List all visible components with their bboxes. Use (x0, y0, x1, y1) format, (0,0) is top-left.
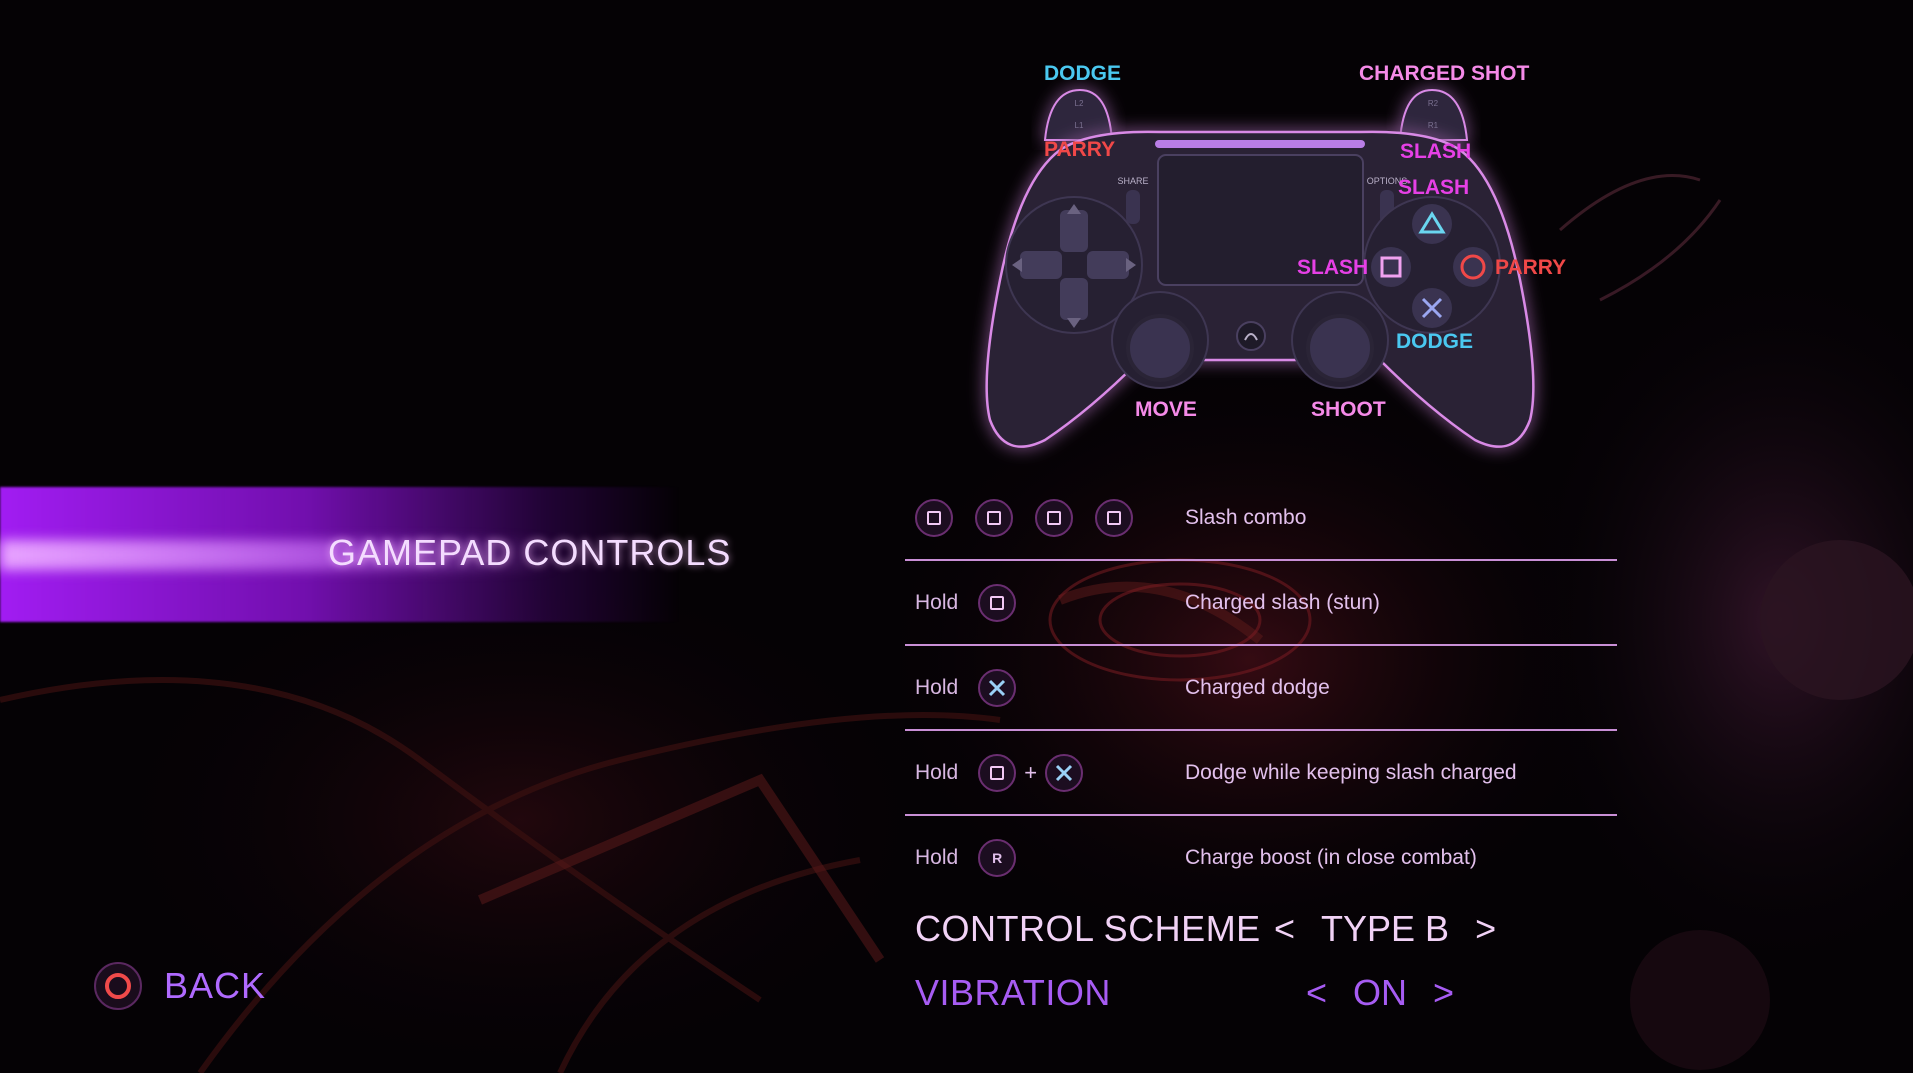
square-button-icon (975, 498, 1013, 537)
control-row: Hold Charged slash (stun) (905, 561, 1617, 646)
vibration-prev-arrow[interactable]: < (1306, 972, 1328, 1013)
hold-label: Hold (915, 590, 959, 614)
face-buttons-well (1363, 196, 1501, 334)
dpad-icon (1020, 210, 1129, 320)
square-button-icon (1371, 247, 1411, 287)
vibration-next-arrow[interactable]: > (1433, 972, 1455, 1013)
title-band-glow (0, 540, 560, 570)
r-stick-button-icon: R (978, 838, 1017, 877)
back-button[interactable]: BACK (94, 959, 266, 1013)
control-description: Slash combo (1185, 505, 1307, 529)
vibration-value: ON (1353, 972, 1408, 1013)
label-right-stick: SHOOT (1311, 398, 1386, 421)
control-description: Dodge while keeping slash charged (1185, 760, 1517, 784)
options-tag: OPTIONS (1367, 176, 1408, 186)
square-button-icon (978, 583, 1017, 622)
control-row: Hold Charged dodge (905, 646, 1617, 731)
light-bar (1155, 140, 1365, 148)
label-l2: DODGE (1044, 62, 1122, 85)
cross-button-icon (978, 668, 1017, 707)
share-tag: SHARE (1117, 176, 1148, 186)
control-scheme-next-arrow[interactable]: > (1475, 908, 1497, 949)
vibration-setting: VIBRATION (915, 972, 1111, 1014)
r1-tag: R1 (1428, 121, 1439, 130)
l2-tag: L2 (1075, 99, 1084, 108)
label-square: SLASH (1297, 256, 1369, 279)
plus-sign: + (1024, 759, 1038, 785)
r2-tag: R2 (1428, 99, 1439, 108)
vibration-selector[interactable]: < ON > (1302, 972, 1458, 1014)
l2-button-shape (1043, 88, 1114, 141)
control-row: Hold R Charge boost (in close combat) (905, 816, 1617, 901)
square-button-icon (915, 498, 953, 537)
hold-label: Hold (915, 845, 959, 869)
control-scheme-value: TYPE B (1321, 908, 1450, 949)
l1-tag: L1 (1075, 121, 1084, 130)
label-left-stick: MOVE (1135, 398, 1197, 421)
label-triangle: SLASH (1398, 176, 1470, 199)
back-label: BACK (164, 965, 267, 1006)
control-description: Charge boost (in close combat) (1185, 845, 1477, 869)
control-description: Charged dodge (1185, 675, 1330, 699)
share-button-shape (1126, 190, 1140, 224)
left-stick-icon (1126, 314, 1194, 382)
label-r1: SLASH (1400, 140, 1472, 163)
touchpad (1157, 154, 1364, 286)
controls-table: Slash combo Hold Charged slash (stun) Ho… (905, 476, 1617, 901)
label-l1: PARRY (1044, 138, 1116, 161)
label-cross: DODGE (1396, 330, 1474, 353)
label-r2: CHARGED SHOT (1359, 62, 1530, 85)
control-description: Charged slash (stun) (1185, 590, 1380, 614)
circle-button-icon (1453, 247, 1493, 287)
r-stick-letter: R (992, 849, 1003, 866)
control-scheme-prev-arrow[interactable]: < (1274, 908, 1296, 949)
ps-button-icon (1236, 321, 1266, 351)
hold-label: Hold (915, 760, 959, 784)
right-stick-icon (1306, 314, 1374, 382)
vibration-label: VIBRATION (915, 972, 1111, 1013)
square-button-icon (978, 753, 1017, 792)
section-title: GAMEPAD CONTROLS (328, 532, 732, 573)
circle-button-icon (94, 962, 142, 1010)
r2-button-shape (1398, 88, 1469, 141)
label-circle: PARRY (1495, 256, 1567, 279)
control-scheme-selector[interactable]: < TYPE B > (1270, 908, 1500, 950)
dpad-well (1005, 196, 1143, 334)
cross-button-icon (1045, 753, 1084, 792)
control-row: Slash combo (905, 476, 1617, 561)
triangle-button-icon (1412, 204, 1452, 244)
control-scheme-label: CONTROL SCHEME (915, 908, 1261, 949)
square-button-icon (1095, 498, 1133, 537)
square-button-icon (1035, 498, 1073, 537)
control-scheme-setting: CONTROL SCHEME (915, 908, 1261, 950)
gamepad-diagram: SHARE OPTIONS L2 L1 R2 R1 (940, 60, 1580, 460)
hold-label: Hold (915, 675, 959, 699)
control-row: Hold + Dodge while keeping slash charged (905, 731, 1617, 816)
